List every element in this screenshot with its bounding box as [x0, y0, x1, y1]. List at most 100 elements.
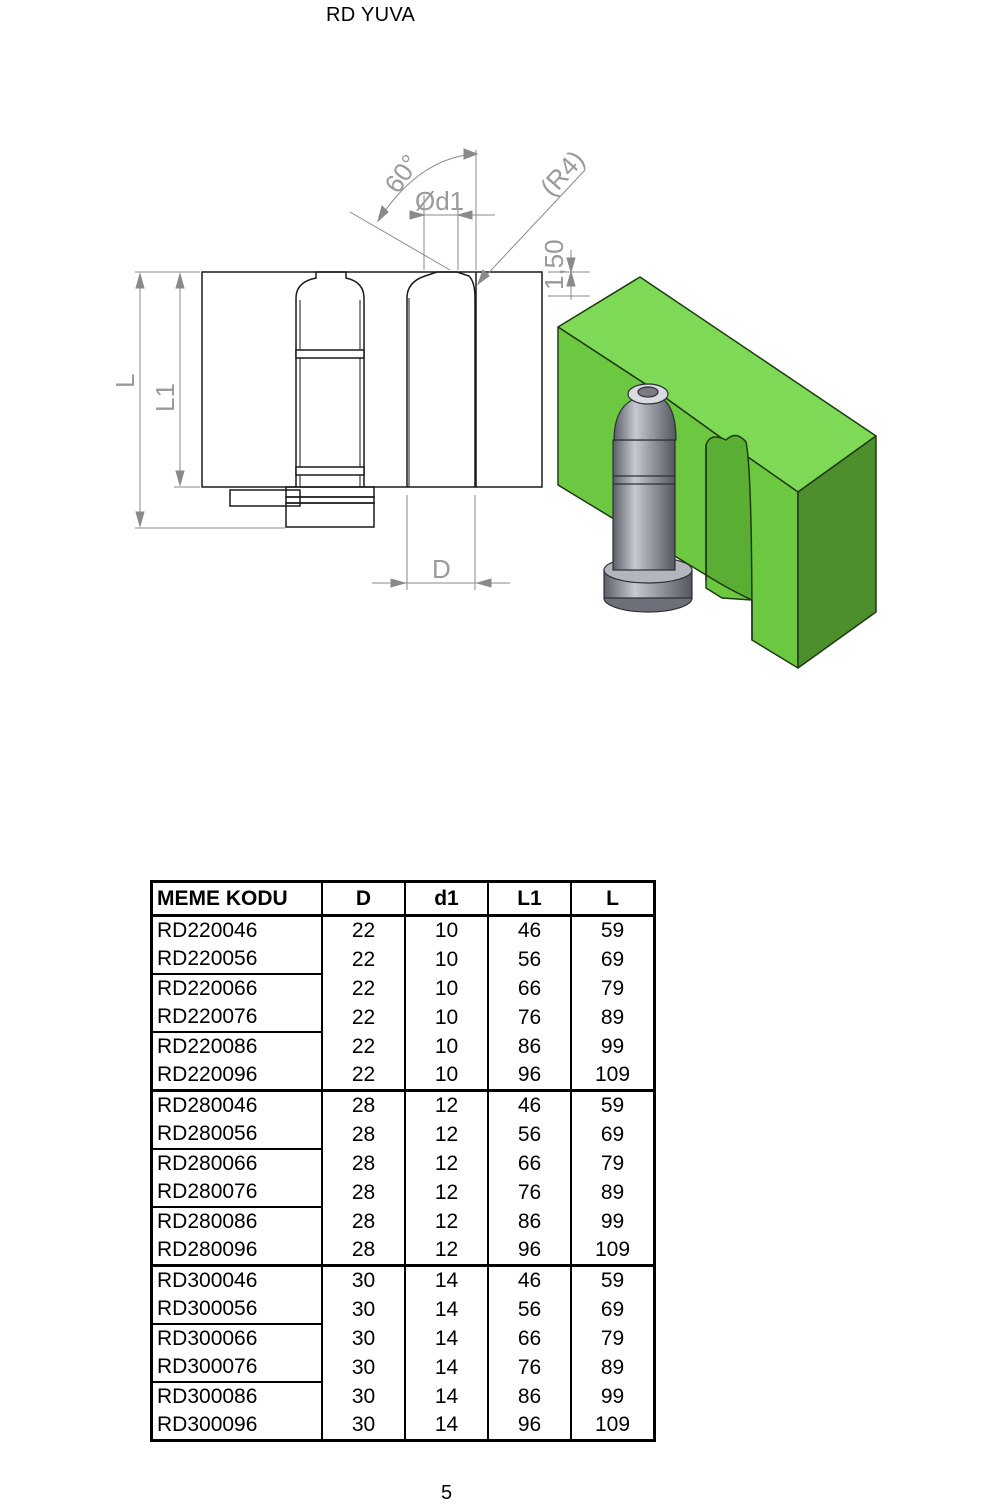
cell-value: 30: [321, 1411, 405, 1441]
cell-value: 10: [404, 945, 488, 974]
cell-code: RD220086: [150, 1032, 322, 1061]
cell-code: RD280096: [150, 1236, 322, 1267]
cell-value: 22: [321, 1032, 405, 1061]
cell-value: 22: [321, 974, 405, 1003]
cell-value: 86: [487, 1207, 571, 1236]
cell-value: 46: [487, 915, 571, 945]
cell-value: 66: [487, 1324, 571, 1353]
cell-value: 59: [570, 1090, 655, 1120]
cell-value: 14: [404, 1295, 488, 1324]
cell-value: 46: [487, 1090, 571, 1120]
cell-value: 10: [404, 974, 488, 1003]
cell-value: 10: [404, 1003, 488, 1032]
right-cavity: [406, 271, 476, 487]
page-number: 5: [441, 1482, 453, 1504]
cell-value: 66: [487, 1149, 571, 1178]
isometric-view: [557, 276, 877, 669]
cell-value: 89: [570, 1003, 655, 1032]
cell-value: 66: [487, 974, 571, 1003]
cell-value: 10: [404, 1032, 488, 1061]
cell-code: RD300056: [150, 1295, 322, 1325]
cell-value: 69: [570, 945, 655, 974]
cell-code: RD300066: [150, 1324, 322, 1353]
section-view: [201, 271, 543, 528]
block-outline: [201, 271, 543, 488]
cell-value: 30: [321, 1265, 405, 1295]
cell-code: RD280056: [150, 1120, 322, 1150]
cell-value: 22: [321, 1003, 405, 1032]
cell-value: 59: [570, 1265, 655, 1295]
cell-value: 86: [487, 1032, 571, 1061]
cell-value: 69: [570, 1295, 655, 1324]
cell-value: 14: [404, 1353, 488, 1382]
cell-value: 14: [404, 1411, 488, 1441]
cell-value: 59: [570, 915, 655, 945]
cell-value: 12: [404, 1207, 488, 1236]
cell-value: 28: [321, 1207, 405, 1236]
cell-value: 22: [321, 945, 405, 974]
cell-value: 28: [321, 1236, 405, 1267]
nozzle-flange-top: [285, 486, 375, 498]
cell-value: 30: [321, 1324, 405, 1353]
cell-value: 28: [321, 1178, 405, 1207]
cell-value: 99: [570, 1382, 655, 1411]
technical-drawing: 60° Ød1 (R4) 1,50 L L1 D: [0, 70, 1000, 720]
cell-value: 30: [321, 1353, 405, 1382]
cell-value: 30: [321, 1295, 405, 1324]
cell-value: 10: [404, 915, 488, 945]
cell-code: RD280076: [150, 1178, 322, 1208]
cell-value: 79: [570, 1324, 655, 1353]
cell-value: 56: [487, 1295, 571, 1324]
cell-code: RD220046: [150, 915, 322, 945]
cell-value: 56: [487, 945, 571, 974]
cell-value: 12: [404, 1090, 488, 1120]
cell-code: RD220076: [150, 1003, 322, 1033]
cell-value: 12: [404, 1120, 488, 1149]
cell-value: 86: [487, 1382, 571, 1411]
cell-value: 109: [570, 1236, 655, 1267]
header-d1: d1: [404, 881, 488, 917]
cell-value: 96: [487, 1411, 571, 1441]
label-hole-diameter: Ød1: [415, 186, 464, 216]
cell-value: 99: [570, 1032, 655, 1061]
table-header-row: MEME KODU D d1 L1 L: [150, 881, 655, 917]
cell-value: 12: [404, 1178, 488, 1207]
block-cavity: [705, 434, 753, 641]
left-cavity: [295, 271, 365, 487]
cell-value: 76: [487, 1003, 571, 1032]
nozzle-flange-bottom: [285, 502, 375, 528]
cell-value: 22: [321, 915, 405, 945]
label-length: L: [110, 374, 140, 388]
block-side-face: [797, 435, 877, 669]
cell-code: RD280046: [150, 1090, 322, 1120]
cell-code: RD300096: [150, 1411, 322, 1442]
cell-value: 79: [570, 1149, 655, 1178]
left-cavity-groove-2: [295, 466, 365, 476]
cell-code: RD220056: [150, 945, 322, 975]
cell-code: RD220096: [150, 1061, 322, 1092]
cell-value: 28: [321, 1149, 405, 1178]
label-radius: (R4): [534, 144, 590, 202]
cell-value: 96: [487, 1236, 571, 1267]
cell-value: 89: [570, 1178, 655, 1207]
page-title: RD YUVA: [326, 4, 416, 26]
cell-value: 12: [404, 1149, 488, 1178]
label-diameter: D: [432, 554, 451, 584]
label-depth: 1,50: [539, 239, 569, 290]
nozzle-flange-mid: [285, 496, 375, 504]
header-code: MEME KODU: [150, 881, 322, 917]
cell-value: 14: [404, 1265, 488, 1295]
